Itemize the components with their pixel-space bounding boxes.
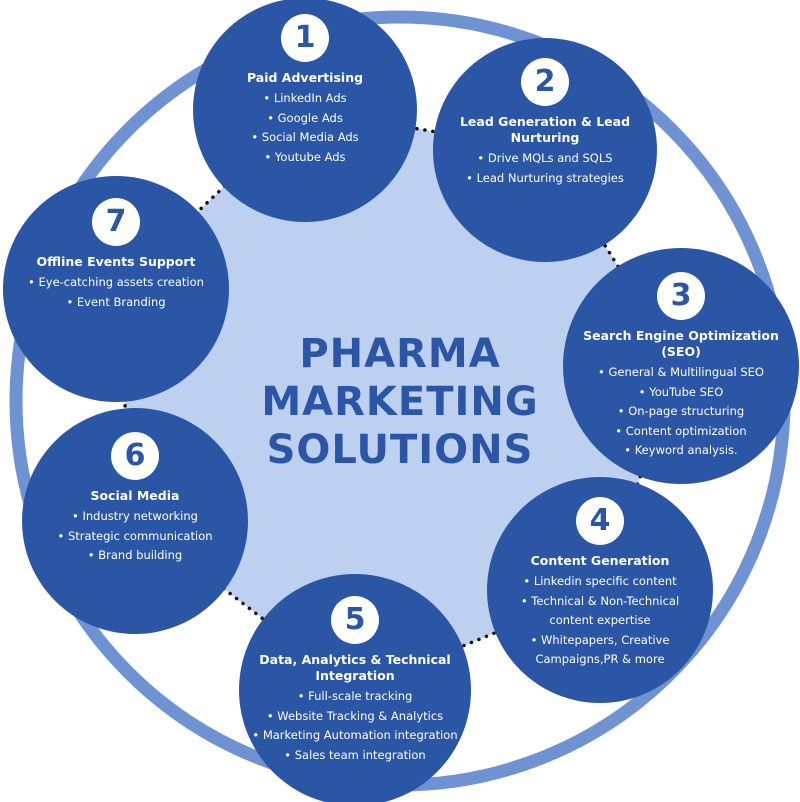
service-item: Sales team integration xyxy=(272,746,437,766)
title-line: PHARMA xyxy=(299,331,501,377)
number-badge: 1 xyxy=(281,14,329,62)
title-line: SOLUTIONS xyxy=(266,427,534,473)
service-title: Lead Generation & Lead Nurturing xyxy=(459,114,631,145)
service-title: Social Media xyxy=(90,488,180,503)
number-badge: 5 xyxy=(331,596,379,644)
service-item: Content optimization xyxy=(603,422,758,442)
number-badge: 7 xyxy=(92,198,140,246)
service-item: Eye-catching assets creation xyxy=(16,273,216,293)
service-item: Whitepapers, Creative Campaigns,PR & mor… xyxy=(487,631,713,670)
service-title: Data, Analytics & Technical Integration xyxy=(259,652,451,683)
service-item: Brand building xyxy=(76,546,194,566)
service-item: YouTube SEO xyxy=(627,383,736,403)
service-item: On-page structuring xyxy=(606,402,756,422)
service-item: Lead Nurturing strategies xyxy=(454,169,636,189)
service-item: Keyword analysis. xyxy=(612,441,749,461)
service-title: Paid Advertising xyxy=(246,70,364,85)
service-title: Content Generation xyxy=(530,553,670,568)
number-badge: 3 xyxy=(657,272,705,320)
service-item: General & Multilingual SEO xyxy=(586,363,776,383)
service-item: Youtube Ads xyxy=(252,148,357,168)
service-item: Marketing Automation integration xyxy=(240,726,469,746)
service-item: LinkedIn Ads xyxy=(251,89,358,109)
service-item: Event Branding xyxy=(54,293,177,313)
center-title: PHARMA MARKETING SOLUTIONS xyxy=(200,330,600,474)
number-badge: 6 xyxy=(111,432,159,480)
service-title: Search Engine Optimization (SEO) xyxy=(583,328,779,359)
service-item: Industry networking xyxy=(60,507,210,527)
title-line: MARKETING xyxy=(261,379,539,425)
number-badge: 4 xyxy=(576,497,624,545)
service-item: Drive MQLs and SQLS xyxy=(465,149,624,169)
service-item: Linkedin specific content xyxy=(511,572,688,592)
service-item: Technical & Non-Technical content expert… xyxy=(487,592,713,631)
service-item: Full-scale tracking xyxy=(286,687,425,707)
service-item: Website Tracking & Analytics xyxy=(255,707,455,727)
service-item: Strategic communication xyxy=(45,527,224,547)
service-item: Social Media Ads xyxy=(239,128,370,148)
service-item: Google Ads xyxy=(255,109,355,129)
number-badge: 2 xyxy=(521,58,569,106)
service-title: Offline Events Support xyxy=(36,254,196,269)
